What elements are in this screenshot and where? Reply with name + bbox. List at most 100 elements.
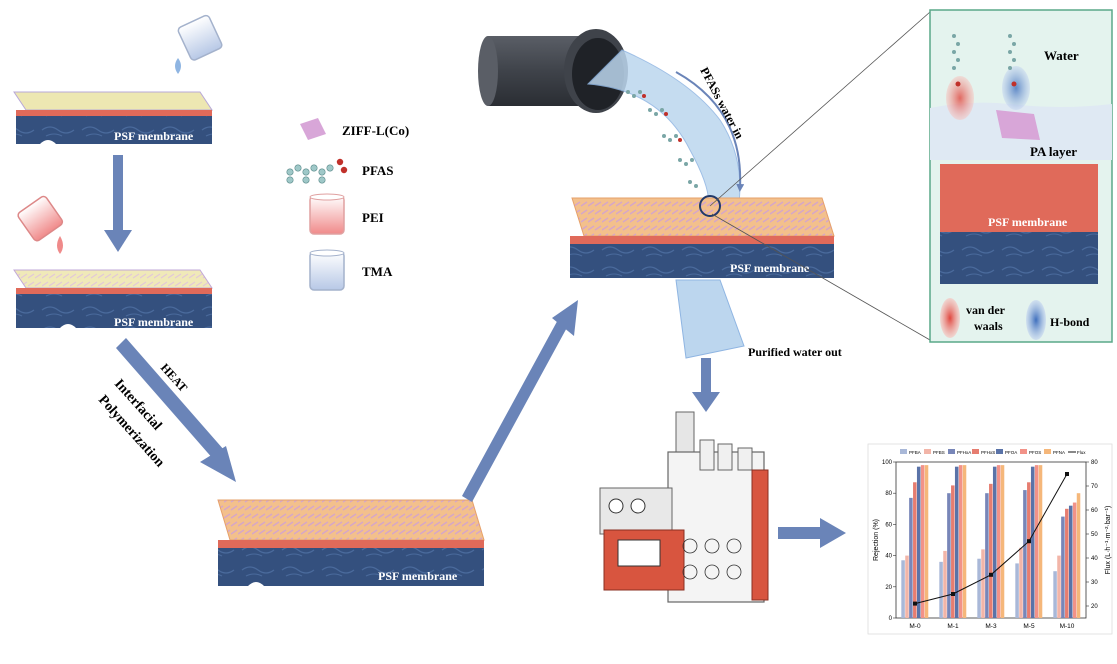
pfas-molecule-icon [286,158,348,184]
bar-PFHxA-M-0 [909,497,913,618]
legend-label-PFHxS: PFHxS [981,450,995,455]
y2-tick-label: 30 [1091,580,1098,586]
material-legend: ZIFF-L(Co) PFAS PEI TMA [286,118,409,291]
tma-label: TMA [362,264,393,279]
legend-swatch-PFHxA [948,449,955,454]
filtration-instrument-icon [599,411,769,603]
psf-membrane-label-2: PSF membrane [114,315,194,329]
chart-y2label: Flux (L·h⁻¹·m⁻²·bar⁻¹) [1105,506,1112,575]
legend-label-PFNA: PFNA [1053,450,1065,455]
y-tick-label: 40 [885,554,892,560]
y-tick-label: 80 [885,491,892,497]
vdw-label-2: waals [974,319,1003,333]
bar-PFBS-M-0 [905,555,909,618]
purified-water-stream [675,279,745,359]
bar-PFNA-M-3 [1000,465,1005,618]
legend-label-PFBS: PFBS [933,450,945,455]
vdw-label-1: van der [966,303,1006,317]
bar-PFBS-M-10 [1057,555,1061,618]
pipe-icon [478,29,628,113]
psf-membrane-label-1: PSF membrane [114,129,194,143]
arrow-up-right [462,300,578,502]
hbond-icon [1026,300,1046,340]
bar-PFOS-M-0 [920,465,925,618]
legend-label-PFOS: PFOS [1029,450,1041,455]
arrow-down-2 [692,358,720,412]
magnifier-icon [699,195,721,217]
bar-PFNA-M-0 [924,465,929,618]
inset-psf-membrane-label: PSF membrane [988,215,1068,229]
chart-ylabel: Rejection (%) [873,519,880,561]
bar-PFHxA-M-1 [947,493,951,618]
bar-PFNA-M-1 [962,465,967,618]
interface-inset: Water PA layer PSF membrane van der waal… [929,9,1113,343]
flux-point [1027,539,1031,544]
pfas-molecules-in-stream [626,90,698,188]
x-tick-label: M-5 [1023,623,1035,630]
legend-swatch-PFNA [1044,449,1051,454]
bar-PFOS-M-3 [996,465,1001,618]
bar-PFHxS-M-10 [1065,508,1069,618]
bar-PFHxS-M-1 [951,485,955,618]
arrow-right [778,518,846,548]
bar-PFBA-M-10 [1053,571,1057,618]
legend-label-Flux: Flux [1077,450,1086,455]
tma-beaker-icon [175,14,223,74]
pei-beaker-legend-icon [309,193,345,235]
membrane-step-2: PSF membrane [13,269,213,329]
bar-PFBS-M-5 [1019,547,1023,618]
x-tick-label: M-3 [985,623,997,630]
bar-PFOS-M-10 [1072,502,1077,618]
bar-PFOA-M-3 [992,466,997,618]
x-tick-label: M-1 [947,623,959,630]
bar-PFHxS-M-0 [913,482,917,618]
vdw-icon [940,298,960,338]
flux-point [989,572,993,577]
bar-PFNA-M-10 [1076,493,1081,618]
membrane-step-3: PSF membrane [217,499,485,586]
tma-beaker-legend-icon [309,249,345,291]
flow-arc-arrow [675,71,745,192]
pfas-water-stream [586,49,741,211]
bar-PFHxA-M-3 [985,493,989,618]
pei-beaker-icon [17,195,64,254]
y2-tick-label: 20 [1091,604,1098,610]
bar-PFBA-M-5 [1015,563,1019,618]
bar-PFHxS-M-3 [989,483,993,618]
ziff-icon [300,118,326,140]
legend-swatch-PFOA [996,449,1003,454]
purified-water-out-label: Purified water out [748,345,842,359]
flux-point [1065,472,1069,476]
ziff-label: ZIFF-L(Co) [342,123,409,138]
bar-PFBA-M-3 [977,558,981,618]
x-tick-label: M-10 [1060,623,1075,630]
flux-point [913,601,917,606]
inset-water-label: Water [1044,48,1079,63]
y2-tick-label: 60 [1091,508,1098,514]
y2-tick-label: 80 [1091,460,1098,466]
bar-PFOS-M-5 [1034,465,1039,618]
y2-tick-label: 40 [1091,556,1098,562]
x-tick-label: M-0 [909,623,921,630]
psf-membrane-label-4: PSF membrane [730,261,810,275]
y2-tick-label: 50 [1091,532,1098,538]
bar-PFOS-M-1 [958,465,963,618]
psf-membrane-label-3: PSF membrane [378,569,458,583]
legend-label-PFBA: PFBA [909,450,921,455]
bar-PFBS-M-1 [943,550,947,618]
legend-label-PFHxA: PFHxA [957,450,971,455]
arrow-heat [116,338,236,482]
bar-PFOA-M-10 [1068,505,1073,618]
bar-PFBA-M-0 [901,560,905,618]
bar-PFHxA-M-5 [1023,490,1027,618]
legend-swatch-PFBA [900,449,907,454]
bar-PFHxS-M-5 [1027,482,1031,618]
bar-PFHxA-M-10 [1061,516,1065,618]
bar-PFOA-M-5 [1030,466,1035,618]
legend-swatch-PFHxS [972,449,979,454]
membrane-filtration: PSF membrane [570,197,835,278]
y-tick-label: 20 [885,585,892,591]
bar-PFBS-M-3 [981,549,985,618]
